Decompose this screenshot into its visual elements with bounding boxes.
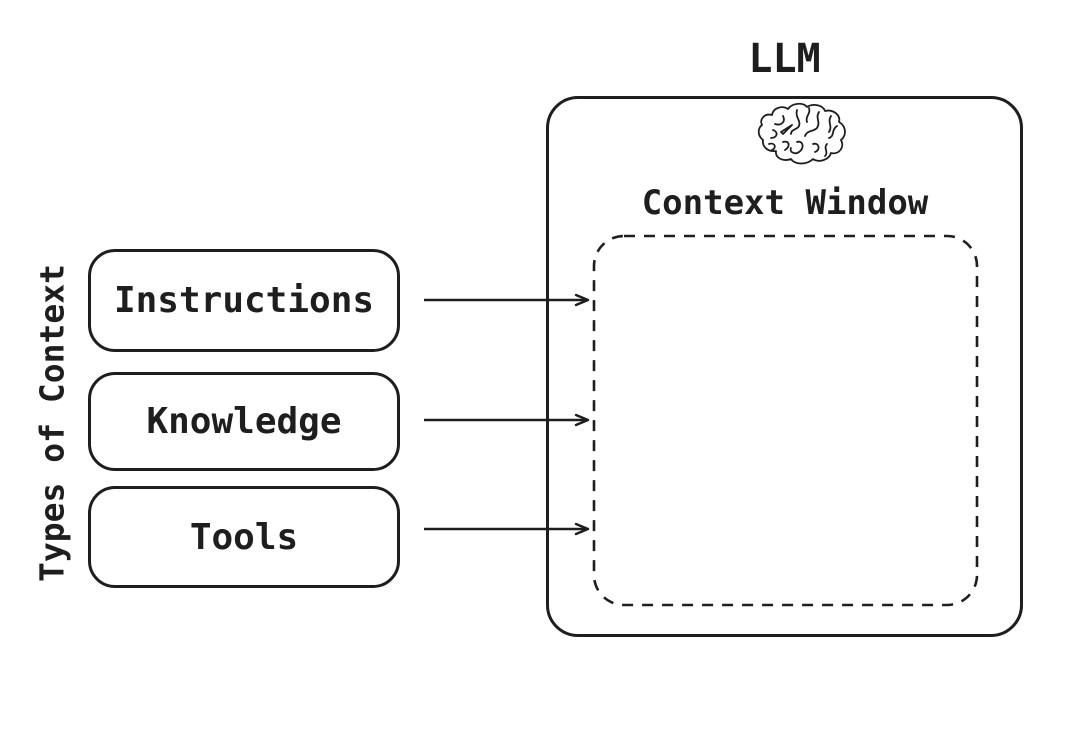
context-window-label: Context Window: [641, 183, 929, 223]
tools-label: Tools: [189, 516, 299, 558]
brain-icon: [757, 102, 846, 165]
llm-box: [546, 96, 1023, 637]
tools-box: Tools: [88, 486, 400, 588]
knowledge-label: Knowledge: [146, 401, 342, 442]
llm-title: LLM: [748, 36, 821, 82]
knowledge-box: Knowledge: [88, 372, 400, 471]
instructions-label: Instructions: [113, 280, 375, 321]
types-of-context-label: Types of Context: [32, 264, 72, 582]
instructions-box: Instructions: [88, 249, 400, 352]
